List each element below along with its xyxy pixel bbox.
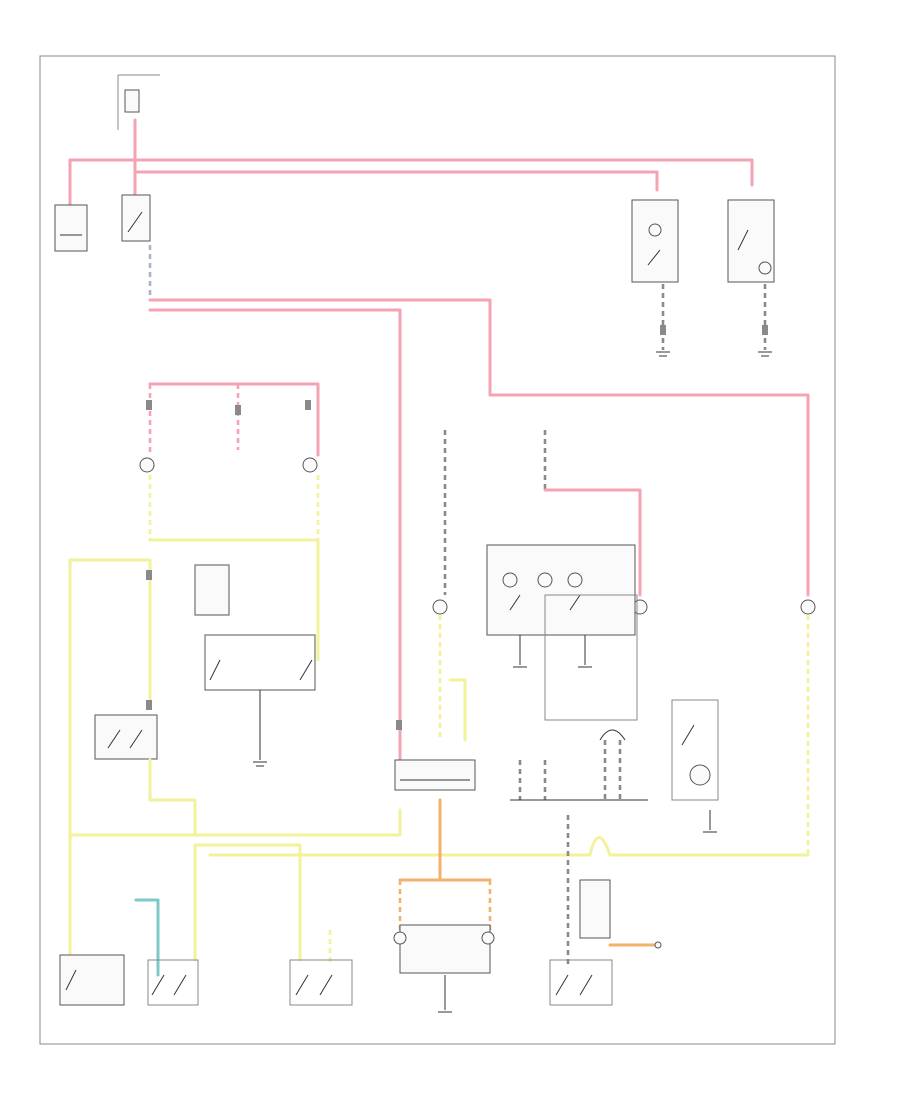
center-connector <box>394 759 476 791</box>
lower-center-wiring <box>448 594 648 801</box>
diagram-border <box>39 55 836 1045</box>
power-feed-bus <box>68 118 754 207</box>
courtesy-lamp-left <box>432 599 448 740</box>
pink-run-300 <box>148 298 492 762</box>
cargo-lamp <box>671 699 719 833</box>
left-door-switch <box>147 959 199 1006</box>
door-switch-module <box>194 564 316 767</box>
right-cluster-lamp <box>302 457 318 473</box>
glove-box-lamp <box>631 199 679 357</box>
ajar-switch-left <box>59 898 160 1006</box>
cluster-feed <box>148 382 320 457</box>
battery-block <box>54 204 88 252</box>
reading-lamp-assembly <box>486 544 636 668</box>
liftgate-switch <box>549 815 662 1006</box>
headlamp-switch <box>121 194 151 242</box>
fuse-panel <box>117 74 160 130</box>
left-cluster-lamp <box>139 457 155 473</box>
left-relay <box>94 714 158 760</box>
right-feed <box>443 393 810 597</box>
underhood-lamp <box>727 199 775 357</box>
dimmer-section <box>393 798 495 1013</box>
yellow-distribution <box>68 475 320 962</box>
connector-markers <box>146 325 768 730</box>
right-door-switch <box>289 930 353 1006</box>
yellow-bottom-bus <box>68 758 402 962</box>
dome-lamp <box>308 599 816 857</box>
